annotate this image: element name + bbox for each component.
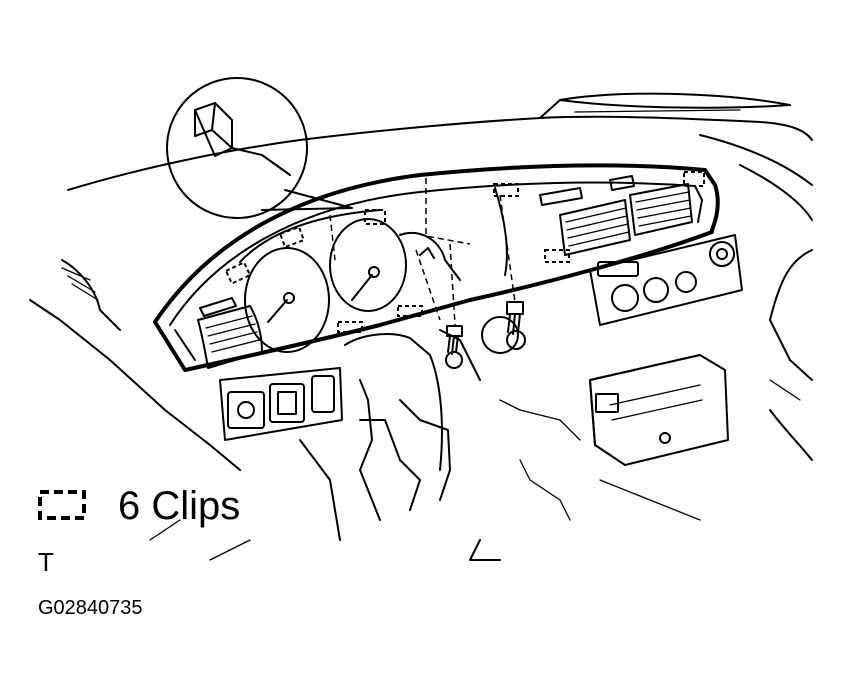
- detail-callout: [166, 77, 353, 219]
- steering-column: [299, 329, 501, 561]
- left-vent: [197, 297, 263, 369]
- radio-unit: [589, 354, 729, 466]
- note-label: T: [38, 547, 54, 577]
- figure-code: G02840735: [38, 597, 143, 619]
- legend-label: 6 Clips: [118, 484, 241, 528]
- screw-left: [445, 325, 463, 369]
- dashed-clip-icon: [38, 490, 86, 520]
- combination-meter-bezel: [153, 163, 720, 372]
- lower-details: [149, 379, 801, 561]
- screw-right: [481, 301, 526, 354]
- climate-control-panel: [589, 234, 743, 326]
- switch-panel: [219, 367, 343, 441]
- clip-markers: [224, 171, 705, 333]
- dashboard-outline: [29, 92, 813, 471]
- center-vents: [539, 175, 693, 256]
- dashed-leaders: [329, 178, 516, 326]
- gauges: [244, 218, 461, 353]
